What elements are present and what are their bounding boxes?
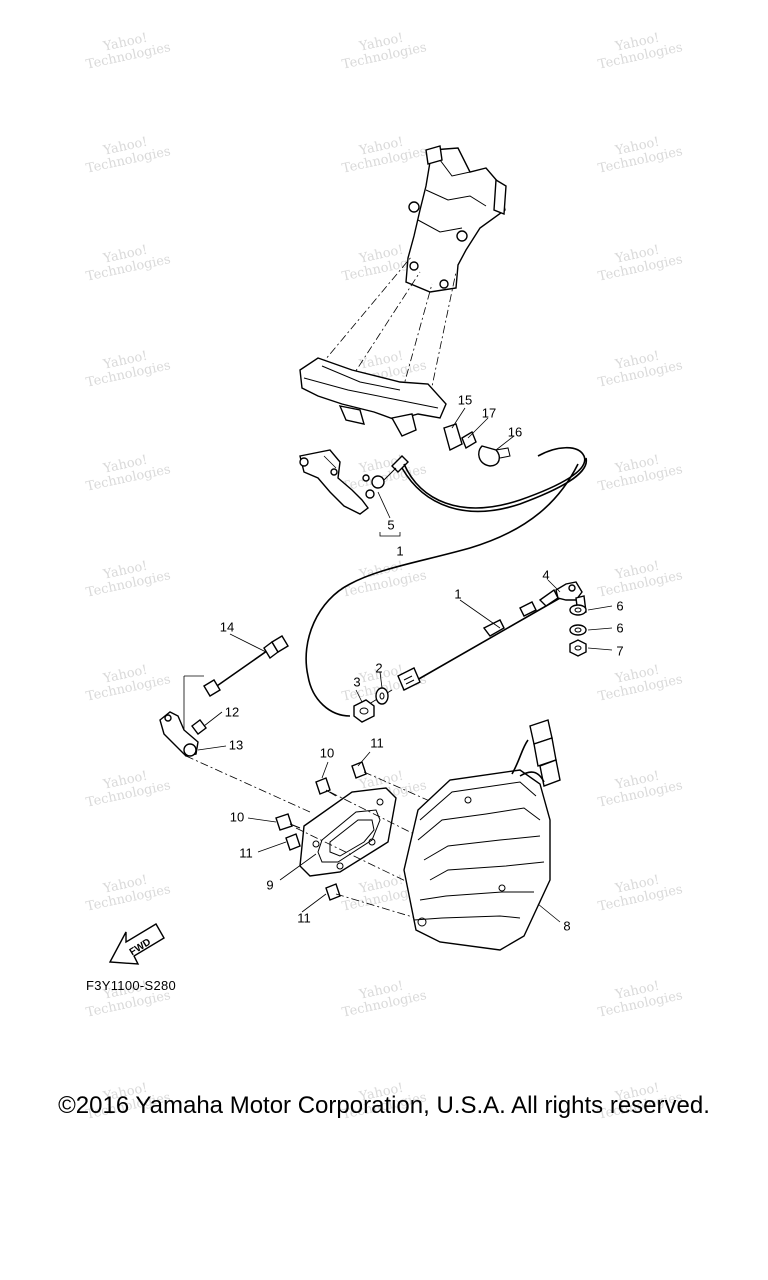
shift-lever xyxy=(159,675,207,757)
callout-16: 16 xyxy=(507,424,523,440)
shift-bracket xyxy=(299,449,370,515)
callout-10-lower: 10 xyxy=(229,809,245,825)
callout-5: 5 xyxy=(387,517,395,533)
collar-11b xyxy=(285,833,301,851)
callout-6-lower: 6 xyxy=(616,620,624,636)
bolt-10b xyxy=(275,813,301,831)
collar-11a xyxy=(351,761,367,779)
copyright-notice: ©2016 Yamaha Motor Corporation, U.S.A. A… xyxy=(58,1092,710,1119)
callout-1-upper: 1 xyxy=(396,543,404,559)
washer-6a xyxy=(569,604,587,616)
band-16 xyxy=(478,445,501,467)
callout-11-middle: 11 xyxy=(239,845,253,861)
callout-7: 7 xyxy=(616,643,624,659)
nut-12 xyxy=(191,719,207,735)
handlebar-lower-plate xyxy=(299,357,447,437)
screw-17 xyxy=(461,430,477,450)
washer-6b xyxy=(569,624,587,636)
control-unit-8 xyxy=(403,719,561,951)
callout-8: 8 xyxy=(563,918,571,934)
clamp-cluster xyxy=(443,423,511,467)
bolt-10a xyxy=(315,777,337,797)
figure-code: F3Y1100-S280 xyxy=(86,978,177,993)
callout-4: 4 xyxy=(542,567,550,583)
callout-9: 9 xyxy=(266,877,274,893)
callout-15: 15 xyxy=(457,392,473,408)
callout-11-lower: 11 xyxy=(297,910,311,926)
callout-14: 14 xyxy=(219,619,235,635)
link-rod-14 xyxy=(203,635,289,697)
callout-12: 12 xyxy=(224,704,240,720)
steering-column-bracket xyxy=(319,145,507,397)
callout-13: 13 xyxy=(228,737,244,753)
leader-lines xyxy=(197,407,613,923)
washer-2 xyxy=(375,687,389,705)
collar-11c xyxy=(325,883,341,901)
callout-1-cable: 1 xyxy=(454,586,462,602)
control-cable xyxy=(305,446,587,717)
bushing-3 xyxy=(353,699,375,723)
nut-7 xyxy=(569,639,587,657)
forward-arrow xyxy=(108,923,165,965)
callout-2: 2 xyxy=(375,660,383,676)
cable-joint-5 xyxy=(365,455,409,499)
callout-11-upper: 11 xyxy=(370,735,384,751)
cable-assembly-1 xyxy=(355,581,587,713)
clip-15 xyxy=(443,423,463,452)
callout-10-upper: 10 xyxy=(319,745,335,761)
callout-17: 17 xyxy=(481,405,497,421)
gasket-plate-9 xyxy=(299,787,397,877)
callout-6-upper: 6 xyxy=(616,598,624,614)
callout-3: 3 xyxy=(353,674,361,690)
